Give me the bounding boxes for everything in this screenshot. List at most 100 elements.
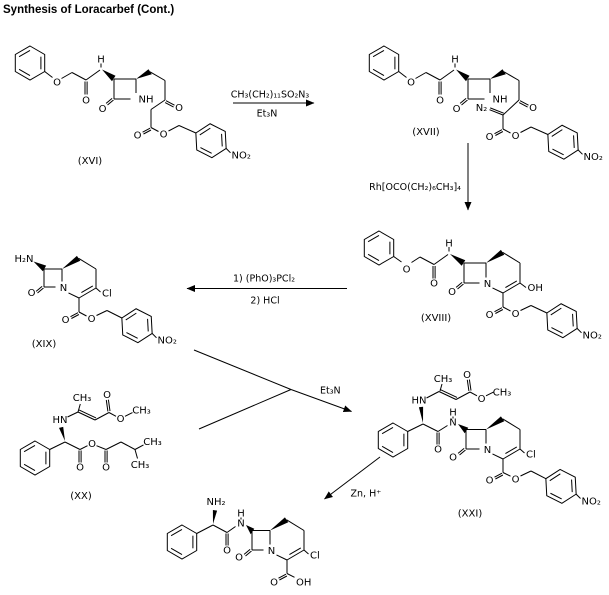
atom-no2: NO₂	[583, 331, 602, 342]
atom-o: O	[88, 439, 96, 450]
atom-hn: HN	[412, 396, 427, 407]
compound-xviii: O O H N O OH O O NO₂ (XVIII)	[363, 230, 602, 343]
wedge-bond	[418, 406, 424, 423]
wedge-bond	[450, 254, 466, 266]
bonds	[19, 399, 144, 476]
atom-o: O	[449, 453, 457, 464]
wedge-bond	[270, 517, 289, 531]
atom-nh2: NH₂	[206, 497, 225, 508]
atom-cl: Cl	[526, 450, 536, 461]
phenyl-ring	[166, 524, 198, 560]
arrow-step3: 1) (PhO)₃PCl₂ 2) HCl	[186, 274, 347, 307]
reagent-step3-line2: 2) HCl	[250, 296, 279, 307]
bonds	[377, 379, 584, 508]
atom-n: N	[484, 445, 491, 456]
arrow-step1: CH₃(CH₂)₁₁SO₂N₃ Et₃N	[231, 90, 315, 120]
atom-o: O	[436, 96, 444, 107]
wedge-bond	[490, 69, 506, 79]
reagent-step3-line1: 1) (PhO)₃PCl₂	[233, 274, 295, 285]
phenyl-ring	[377, 422, 409, 458]
atom-o: O	[223, 546, 231, 557]
atom-ch3: CH₃	[143, 437, 162, 448]
compound-label-xx: (XX)	[70, 491, 92, 502]
compound-label-xxi: (XXI)	[458, 509, 483, 520]
atom-o: O	[448, 287, 456, 298]
atom-o: O	[160, 130, 168, 141]
compound-xx: CH₃ O HN O CH₃ O O O CH₃ CH₃ (XX)	[19, 390, 162, 502]
atom-o: O	[403, 265, 411, 276]
compound-xxi: CH₃ O HN O CH₃ O H N O N Cl O O NO₂ (XXI…	[377, 370, 601, 520]
atom-cl: Cl	[102, 289, 112, 300]
phenyl-ring	[368, 45, 400, 81]
atom-o: O	[102, 463, 110, 474]
atom-h: H	[445, 239, 453, 250]
atom-o: O	[407, 78, 415, 89]
wedge-bond	[59, 426, 65, 441]
bonds	[368, 45, 586, 164]
atom-o: O	[117, 414, 125, 425]
atom-oh: OH	[528, 283, 543, 294]
compound-xix: H₂N N O Cl O O NO₂ (XIX)	[14, 254, 176, 350]
atom-o: O	[478, 394, 486, 405]
atom-o: O	[486, 132, 494, 143]
atom-no2: NO₂	[582, 497, 601, 508]
atom-o: O	[82, 96, 90, 107]
atom-o: O	[512, 475, 520, 486]
compound-label-xvi: (XVI)	[78, 156, 103, 167]
atom-o: O	[62, 315, 70, 326]
arrow-step4: Et₃N	[193, 349, 352, 430]
atom-o: O	[99, 104, 107, 115]
atom-h: H	[449, 408, 457, 419]
atom-n: N	[449, 418, 456, 429]
atom-o: O	[235, 553, 243, 564]
nitrophenyl-ring	[539, 299, 585, 343]
atom-o: O	[175, 103, 183, 114]
atom-ch3: CH₃	[132, 406, 151, 417]
atom-oh: OH	[296, 578, 311, 589]
atom-o: O	[53, 78, 61, 89]
wedge-bond	[33, 261, 47, 272]
compound-label-xvii: (XVII)	[412, 127, 439, 138]
atom-o: O	[134, 131, 142, 142]
compound-label-xix: (XIX)	[32, 339, 57, 350]
atom-o: O	[463, 370, 471, 381]
wedge-bond	[456, 69, 470, 82]
reagent-step5: Zn, H⁺	[351, 489, 382, 500]
bonds	[14, 45, 234, 163]
atom-ch3: CH₃	[131, 460, 150, 471]
atom-o: O	[529, 103, 537, 114]
phenyl-ring	[19, 440, 51, 476]
atom-cl: Cl	[310, 551, 320, 562]
compound-xvi: O O H NH O O O O NO₂ (XVI)	[14, 45, 251, 167]
atom-n2: N₂	[476, 103, 488, 114]
nitrophenyl-ring	[538, 465, 584, 508]
nitrophenyl-ring	[114, 304, 160, 348]
compound-final-loracarbef: NH₂ O H N O N Cl O OH	[166, 497, 320, 589]
atom-n: N	[268, 546, 275, 557]
atom-hn: HN	[53, 415, 68, 426]
wedge-bond	[102, 69, 116, 82]
atom-o: O	[486, 310, 494, 321]
atom-ch3: CH₃	[73, 393, 92, 404]
atom-no2: NO₂	[158, 336, 177, 347]
wedge-bond	[486, 249, 505, 263]
reagent-step2: Rh[OCO(CH₂)₆CH₃]₄	[369, 182, 461, 193]
atom-n: N	[60, 283, 67, 294]
atom-o: O	[434, 445, 442, 456]
arrow-step5: Zn, H⁺	[324, 456, 382, 500]
bonds	[166, 510, 309, 581]
atom-h2n: H₂N	[14, 254, 33, 265]
atom-o: O	[76, 463, 84, 474]
page-title: Synthesis of Loracarbef (Cont.)	[3, 4, 174, 16]
phenyl-ring	[363, 230, 395, 266]
atom-h: H	[451, 55, 459, 66]
atom-o: O	[486, 476, 494, 487]
atom-ch3: CH₃	[493, 388, 512, 399]
atom-o: O	[453, 104, 461, 115]
atom-nh: NH	[139, 95, 154, 106]
atom-n: N	[484, 279, 491, 290]
arrow-step2: Rh[OCO(CH₂)₆CH₃]₄	[369, 143, 472, 211]
nitrophenyl-ring	[188, 119, 234, 163]
